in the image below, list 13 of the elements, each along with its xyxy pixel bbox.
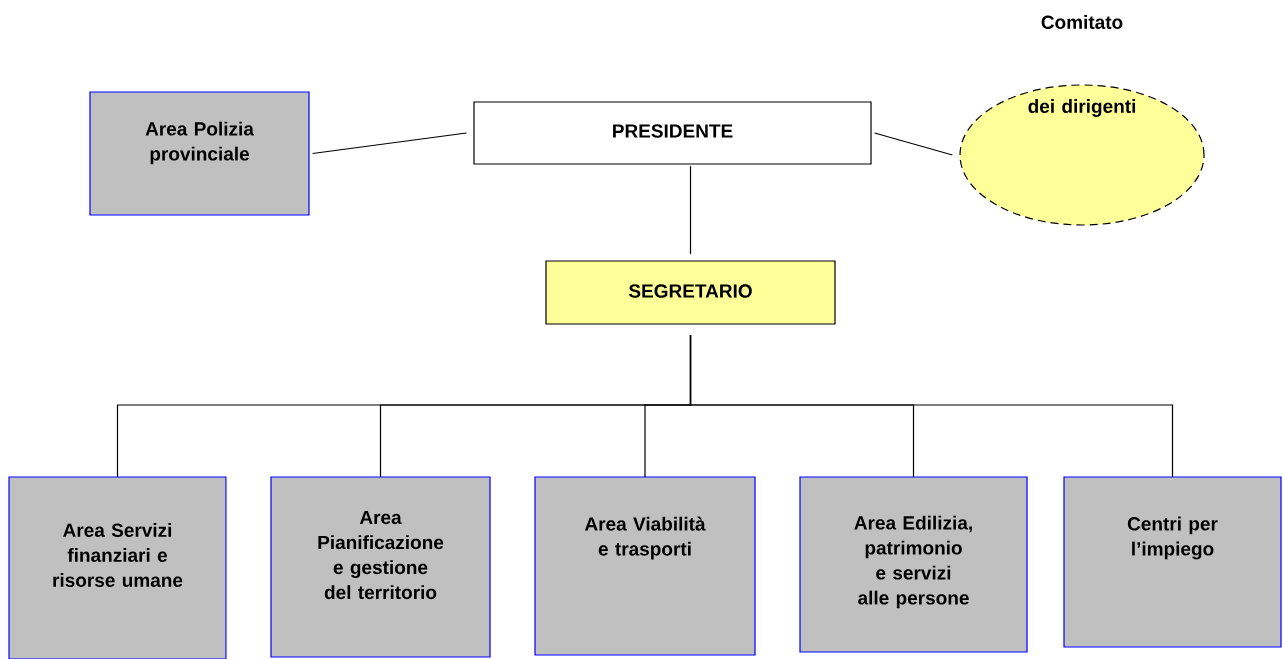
area-box: Area Polizia provinciale (89, 91, 310, 216)
area-box: Area Edilizia, patrimonio e servizi alle persone (799, 476, 1028, 653)
secretary-box: SEGRETARIO (545, 260, 836, 325)
area-box: Centri per l’impiego (1063, 476, 1282, 648)
area-box: Area Viabilità e trasporti (534, 476, 756, 656)
connector-line (874, 132, 953, 156)
area-box: Area Pianificazione e gestione del territorio (270, 476, 491, 658)
connector-line (312, 132, 467, 155)
connector-line (689, 165, 692, 255)
connector-line (689, 334, 1174, 478)
node-label: Comitato (1041, 15, 1123, 29)
area-box: Area Servizi finanziari e risorse umane (8, 476, 227, 659)
president-box: PRESIDENTE (473, 101, 872, 165)
